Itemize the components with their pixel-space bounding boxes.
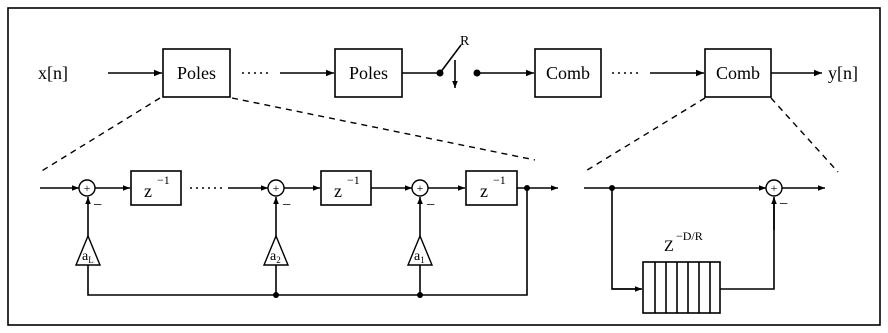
- decimation-switch: R: [402, 34, 481, 88]
- comb-delay-line: Z −D/R: [642, 229, 721, 314]
- output-label: y[n]: [828, 63, 858, 83]
- gain-a-1: a1: [406, 197, 434, 266]
- svg-text:z: z: [334, 181, 342, 201]
- svg-text:z: z: [144, 181, 152, 201]
- zoom-line-comb-right: [770, 97, 839, 173]
- zoom-line-poles-left: [39, 97, 161, 173]
- zoom-line-poles-right: [231, 97, 536, 161]
- poles-block-2-label: Poles: [349, 63, 388, 83]
- delay-block-3: z −1: [465, 170, 518, 206]
- svg-text:+: +: [417, 181, 424, 195]
- comb-block-1: Comb: [534, 48, 602, 98]
- comb-block-1-label: Comb: [546, 63, 590, 83]
- comb-block-2: Comb: [704, 48, 772, 98]
- adder-2-minus: −: [282, 197, 291, 214]
- adder-1-minus: −: [93, 197, 102, 214]
- svg-text:−D/R: −D/R: [676, 229, 703, 243]
- comb-block-2-label: Comb: [716, 63, 760, 83]
- poles-block-2: Poles: [334, 48, 403, 98]
- svg-text:+: +: [84, 181, 91, 195]
- svg-text:z: z: [480, 181, 488, 201]
- svg-text:Z: Z: [664, 238, 674, 255]
- gain-a-L: aL: [74, 197, 102, 266]
- poles-detail: + − z −1 + − z −1 + − z −1: [40, 170, 558, 298]
- poles-block-1: Poles: [162, 48, 231, 98]
- svg-text:−1: −1: [347, 173, 360, 187]
- svg-text:+: +: [771, 181, 778, 195]
- svg-text:−1: −1: [157, 173, 170, 187]
- comb-adder-minus: −: [779, 196, 788, 213]
- outer-frame: [7, 7, 881, 326]
- svg-text:a1: a1: [414, 249, 425, 265]
- poles-block-1-label: Poles: [177, 63, 216, 83]
- switch-label: R: [460, 34, 470, 49]
- delay-block-2: z −1: [320, 170, 372, 206]
- feedback-bus: [87, 188, 528, 296]
- zoom-line-comb-left: [583, 97, 706, 173]
- svg-text:a2: a2: [270, 249, 281, 265]
- delay-block-1: z −1: [130, 170, 182, 206]
- svg-text:+: +: [273, 181, 280, 195]
- comb-detail: + − Z −D/R: [584, 179, 825, 314]
- svg-text:−1: −1: [493, 173, 506, 187]
- svg-text:aL: aL: [82, 249, 94, 265]
- gain-a-2: a2: [262, 197, 290, 266]
- adder-3-minus: −: [426, 197, 435, 214]
- input-label: x[n]: [38, 63, 68, 83]
